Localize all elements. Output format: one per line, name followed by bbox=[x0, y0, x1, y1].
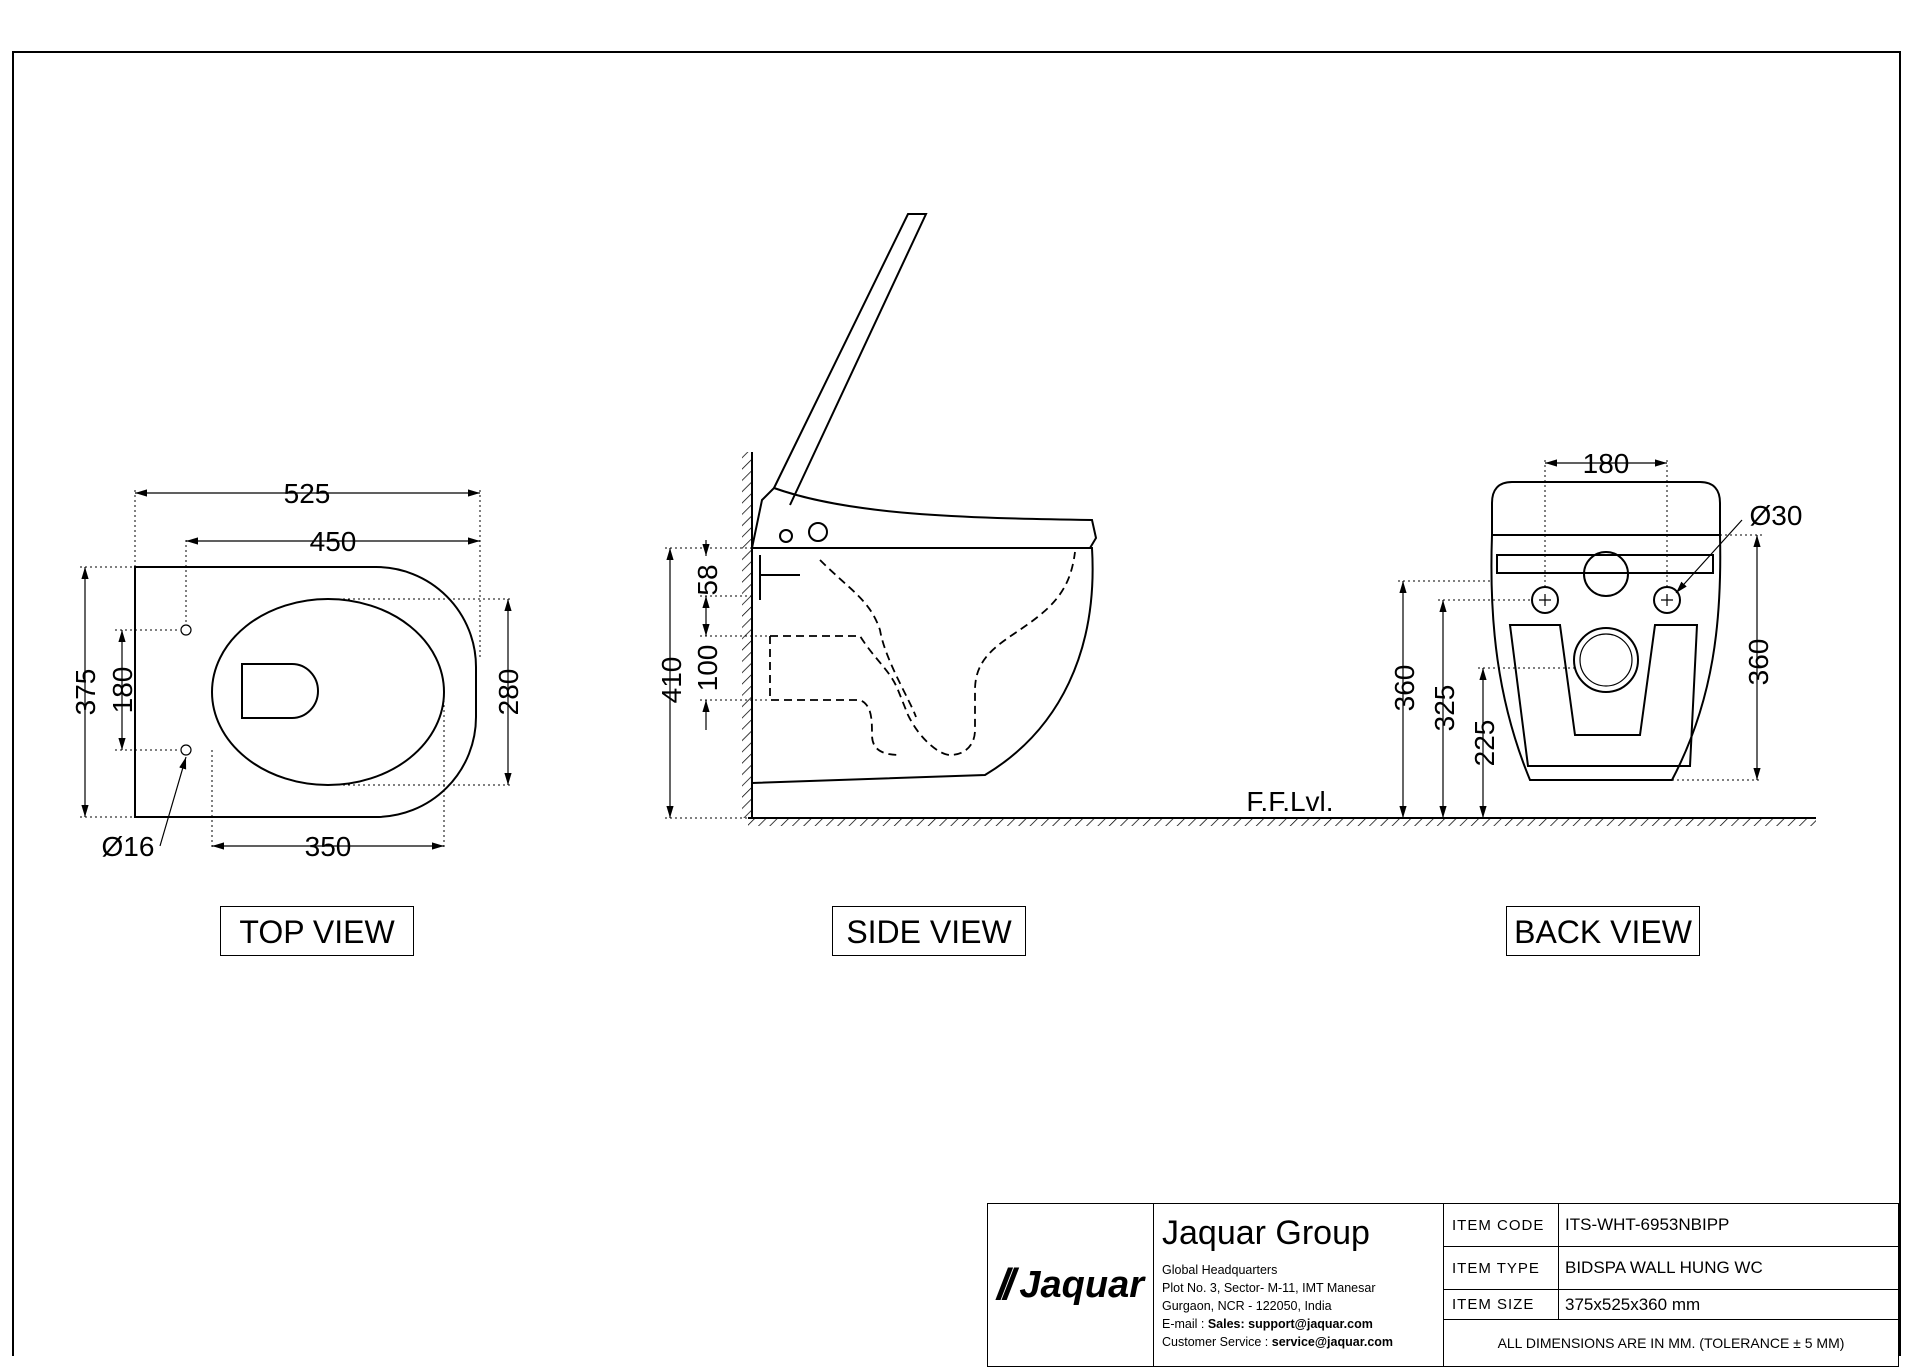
dim-back-360-right: 360 bbox=[1743, 639, 1774, 686]
email-line: E-mail : Sales: support@jaquar.com bbox=[1162, 1315, 1435, 1333]
company-info: Jaquar Group Global Headquarters Plot No… bbox=[1154, 1204, 1444, 1366]
side-view-label: SIDE VIEW bbox=[832, 906, 1026, 956]
address-line-1: Plot No. 3, Sector- M-11, IMT Manesar bbox=[1162, 1281, 1376, 1295]
item-code-row: ITEM CODE ITS-WHT-6953NBIPP bbox=[1444, 1204, 1898, 1247]
dim-325: 325 bbox=[1429, 685, 1460, 732]
service-label: Customer Service : bbox=[1162, 1335, 1272, 1349]
dim-58: 58 bbox=[692, 564, 723, 595]
side-channel bbox=[819, 559, 917, 718]
drawing-border bbox=[12, 51, 1901, 1356]
side-hinge bbox=[808, 522, 828, 542]
back-view-label: BACK VIEW bbox=[1506, 906, 1700, 956]
back-outlet bbox=[1573, 627, 1639, 693]
leader-16 bbox=[159, 756, 187, 847]
hq-label: Global Headquarters bbox=[1162, 1263, 1278, 1277]
dim-hole-30: Ø30 bbox=[1750, 500, 1803, 531]
side-trap bbox=[770, 551, 1076, 756]
leader-30 bbox=[1675, 519, 1743, 594]
side-bowl bbox=[751, 547, 1094, 784]
company-logo: // Jaquar bbox=[988, 1204, 1154, 1366]
logo-text: Jaquar bbox=[1019, 1263, 1145, 1306]
dim-225: 225 bbox=[1469, 720, 1500, 767]
dim-hole-16: Ø16 bbox=[102, 831, 155, 862]
wall-hatch bbox=[742, 452, 752, 818]
top-view-label: TOP VIEW bbox=[220, 906, 414, 956]
tolerance-note: ALL DIMENSIONS ARE IN MM. (TOLERANCE ± 5… bbox=[1497, 1335, 1845, 1351]
back-upper-outlet bbox=[1583, 551, 1629, 597]
dim-350: 350 bbox=[305, 831, 352, 862]
dim-375: 375 bbox=[70, 669, 101, 716]
service-value[interactable]: service@jaquar.com bbox=[1271, 1335, 1394, 1349]
item-size-value: 375x525x360 mm bbox=[1565, 1294, 1701, 1314]
logo-mark-icon: // bbox=[996, 1260, 1016, 1309]
side-view: 410 58 100 F.F.Lvl. bbox=[656, 213, 1816, 826]
email-value[interactable]: Sales: support@jaquar.com bbox=[1207, 1317, 1373, 1331]
dim-100: 100 bbox=[692, 645, 723, 692]
dim-180: 180 bbox=[107, 667, 138, 714]
top-view: 525 450 375 180 280 350 Ø16 bbox=[70, 478, 524, 862]
side-outlet bbox=[769, 636, 901, 756]
item-type-label: ITEM TYPE bbox=[1444, 1247, 1559, 1289]
email-label: E-mail : bbox=[1162, 1317, 1208, 1331]
dim-450: 450 bbox=[310, 526, 357, 557]
back-seat bbox=[1491, 481, 1721, 536]
top-outline bbox=[134, 566, 477, 818]
floor-hatch bbox=[748, 818, 1816, 826]
item-code-value: ITS-WHT-6953NBIPP bbox=[1565, 1215, 1730, 1234]
item-code-label: ITEM CODE bbox=[1444, 1204, 1559, 1246]
dim-525: 525 bbox=[284, 478, 331, 509]
back-slot bbox=[1496, 554, 1714, 574]
item-size-label: ITEM SIZE bbox=[1444, 1290, 1559, 1319]
item-type-value: BIDSPA WALL HUNG WC bbox=[1565, 1258, 1763, 1277]
company-name: Jaquar Group bbox=[1162, 1214, 1370, 1252]
back-view: 180 Ø30 360 325 225 360 bbox=[1389, 448, 1802, 818]
dim-back-360-left: 360 bbox=[1389, 665, 1420, 712]
dim-410: 410 bbox=[656, 657, 687, 704]
address-line-2: Gurgaon, NCR - 122050, India bbox=[1162, 1299, 1332, 1313]
side-knob bbox=[779, 529, 793, 543]
top-hole-1 bbox=[180, 624, 192, 636]
item-info: ITEM CODE ITS-WHT-6953NBIPP ITEM TYPE BI… bbox=[1444, 1204, 1898, 1366]
floor-level-label: F.F.Lvl. bbox=[1246, 786, 1333, 817]
top-bowl bbox=[211, 598, 445, 786]
side-lid bbox=[773, 213, 928, 506]
side-seat bbox=[750, 486, 1098, 549]
item-size-row: ITEM SIZE 375x525x360 mm bbox=[1444, 1290, 1898, 1320]
dim-back-180: 180 bbox=[1583, 448, 1630, 479]
back-recess bbox=[1508, 624, 1699, 767]
dim-280: 280 bbox=[493, 669, 524, 716]
item-type-row: ITEM TYPE BIDSPA WALL HUNG WC bbox=[1444, 1247, 1898, 1290]
top-hole-2 bbox=[180, 744, 192, 756]
title-block: // Jaquar Jaquar Group Global Headquarte… bbox=[987, 1203, 1899, 1367]
top-opening bbox=[241, 663, 319, 719]
service-line: Customer Service : service@jaquar.com bbox=[1162, 1333, 1435, 1351]
